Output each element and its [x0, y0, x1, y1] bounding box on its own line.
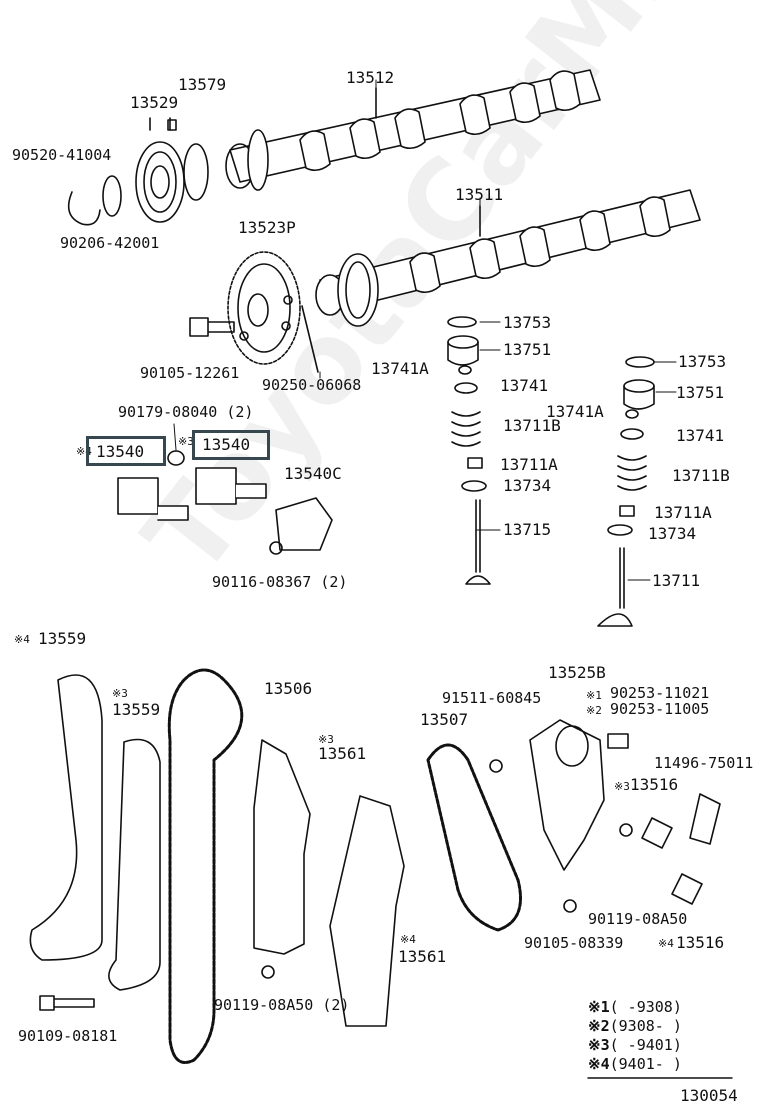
- label-90109-08181: 90109-08181: [18, 1027, 118, 1045]
- label-13741A-right: 13741A: [546, 402, 604, 421]
- label-13512: 13512: [346, 68, 395, 87]
- legend-row-4: ※4(9401- ): [588, 1055, 682, 1073]
- snap-ring-90520: [67, 191, 101, 226]
- label-90105-12261: 90105-12261: [140, 364, 240, 382]
- label-90119-08A50: 90119-08A50: [588, 910, 688, 928]
- label-13516-a: 13516: [630, 775, 679, 794]
- label-13559-b: 13559: [112, 700, 161, 719]
- label-90105-08339: 90105-08339: [524, 934, 624, 952]
- label-13711B-left: 13711B: [503, 416, 561, 435]
- label-13711A-left: 13711A: [500, 455, 558, 474]
- diagram-number: 130054: [680, 1086, 738, 1105]
- marker-13561-a: ※3: [318, 733, 334, 746]
- label-13741A-left: 13741A: [371, 359, 429, 378]
- label-90520-41004: 90520-41004: [12, 146, 112, 164]
- tensioner-13540-left: [117, 450, 189, 521]
- label-13506: 13506: [264, 679, 313, 698]
- chain-damper-13561-b: [329, 795, 405, 1027]
- label-13711A-right: 13711A: [654, 503, 712, 522]
- legend-row-1: ※1( -9308): [588, 998, 682, 1016]
- valve-set-left: [447, 316, 491, 585]
- chain-guide-13559: [29, 674, 103, 961]
- label-13540-left: 13540: [96, 442, 145, 461]
- chain-guide-13559-b: [108, 738, 161, 991]
- label-90253-11021: 90253-11021: [610, 684, 710, 702]
- ring-13579: [183, 143, 209, 201]
- bolt-90109: [39, 995, 95, 1011]
- marker-13516-b: ※4: [658, 937, 674, 950]
- camshaft-13512: [225, 69, 601, 191]
- label-90206-42001: 90206-42001: [60, 234, 160, 252]
- gasket-13540C: [275, 497, 333, 551]
- marker-13561-b: ※4: [400, 933, 416, 946]
- camshaft-13511: [315, 189, 701, 327]
- label-13711: 13711: [652, 571, 701, 590]
- sprocket-13529: [135, 117, 185, 223]
- label-90116-08367: 90116-08367 (2): [212, 573, 348, 591]
- valve-set-right: [597, 356, 655, 627]
- label-13734-left: 13734: [503, 476, 552, 495]
- label-13741-right: 13741: [676, 426, 725, 445]
- marker-90253-b: ※2: [586, 704, 602, 717]
- label-13511: 13511: [455, 185, 504, 204]
- label-13540-right: 13540: [202, 435, 251, 454]
- marker-90179: ※3: [178, 435, 194, 448]
- legend-row-2: ※2(9308- ): [588, 1017, 682, 1035]
- label-13540C: 13540C: [284, 464, 342, 483]
- label-13561-b: 13561: [398, 947, 447, 966]
- label-90253-11005: 90253-11005: [610, 700, 710, 718]
- callout-box-13540-right: [192, 430, 270, 460]
- label-13711B-right: 13711B: [672, 466, 730, 485]
- date-range-legend: ※1( -9308) ※2(9308- ) ※3( -9401) ※4(9401…: [588, 998, 738, 1074]
- legend-row-3: ※3( -9401): [588, 1036, 682, 1054]
- marker-13540: ※4: [76, 445, 92, 458]
- label-13751-right: 13751: [676, 383, 725, 402]
- label-13741-left: 13741: [500, 376, 549, 395]
- bolt-90105-12261: [189, 317, 235, 337]
- timing-chain-13507: [426, 743, 522, 932]
- label-90119-08A50-2: 90119-08A50 (2): [214, 996, 350, 1014]
- label-13525B: 13525B: [548, 663, 606, 682]
- arm-13516: [641, 817, 673, 849]
- label-13516-b: 13516: [676, 933, 725, 952]
- plate-11496: [689, 793, 721, 845]
- snap-ring-90206: [102, 175, 122, 217]
- label-13561-a: 13561: [318, 744, 367, 763]
- marker-13516-a: ※3: [614, 780, 630, 793]
- gear-13523P: [227, 251, 301, 365]
- chain-damper-13561: [253, 739, 311, 955]
- arm-13516-b: [671, 873, 703, 905]
- label-11496-75011: 11496-75011: [654, 754, 754, 772]
- label-91511-60845: 91511-60845: [442, 689, 542, 707]
- label-13523P: 13523P: [238, 218, 296, 237]
- label-13507: 13507: [420, 710, 469, 729]
- label-13559-a: 13559: [38, 629, 87, 648]
- tensioner-arm-13525B: [529, 719, 605, 871]
- label-13751-left: 13751: [503, 340, 552, 359]
- label-13579: 13579: [178, 75, 227, 94]
- label-90179-08040: 90179-08040 (2): [118, 403, 254, 421]
- pin-90250: [301, 305, 319, 373]
- marker-13559-b: ※3: [112, 687, 128, 700]
- label-90250-06068: 90250-06068: [262, 376, 362, 394]
- label-13753-left: 13753: [503, 313, 552, 332]
- label-13715: 13715: [503, 520, 552, 539]
- marker-13559-a: ※4: [14, 633, 30, 646]
- marker-90253-a: ※1: [586, 689, 602, 702]
- label-13753-right: 13753: [678, 352, 727, 371]
- bushing-90253: [607, 733, 629, 749]
- tensioner-13540-right: [195, 467, 267, 505]
- bolt-symbol-90116: [269, 541, 283, 555]
- label-13529: 13529: [130, 93, 179, 112]
- label-13734-right: 13734: [648, 524, 697, 543]
- timing-chain-13506: [167, 668, 244, 1064]
- callout-box-13540-left: [86, 436, 166, 466]
